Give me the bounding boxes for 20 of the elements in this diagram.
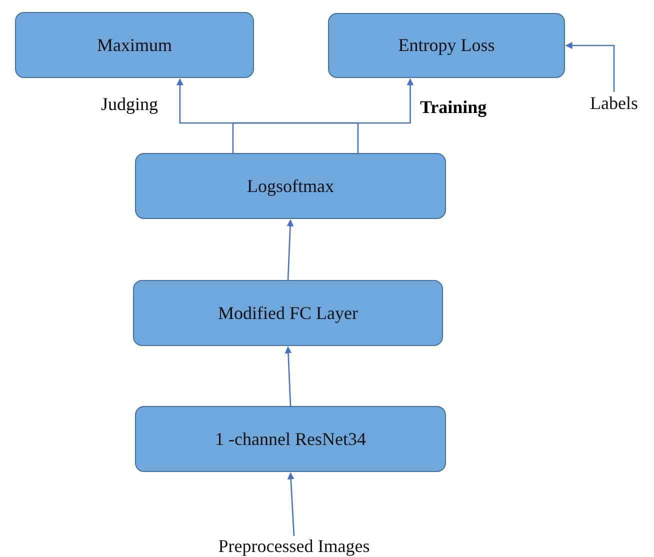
box-label: Modified FC Layer xyxy=(218,302,358,324)
edge-label: Training xyxy=(418,98,489,118)
box-label: Logsoftmax xyxy=(247,176,334,196)
process-box xyxy=(133,280,443,346)
process-box xyxy=(135,153,446,219)
process-box xyxy=(15,12,254,78)
arrow xyxy=(232,78,414,153)
node-label: Preprocessed Images xyxy=(200,536,388,557)
arrow xyxy=(287,472,295,536)
arrow xyxy=(286,219,294,280)
arrow xyxy=(284,346,292,406)
box-label: Maximum xyxy=(97,34,172,56)
process-box xyxy=(135,406,446,472)
arrow xyxy=(176,78,359,153)
box-label: Entropy Loss xyxy=(398,35,495,56)
process-box xyxy=(328,13,565,78)
box-label: 1 -channel ResNet34 xyxy=(215,428,366,450)
arrow xyxy=(565,42,615,92)
edge-label: Judging xyxy=(99,95,160,115)
node-label: Labels xyxy=(583,92,645,114)
